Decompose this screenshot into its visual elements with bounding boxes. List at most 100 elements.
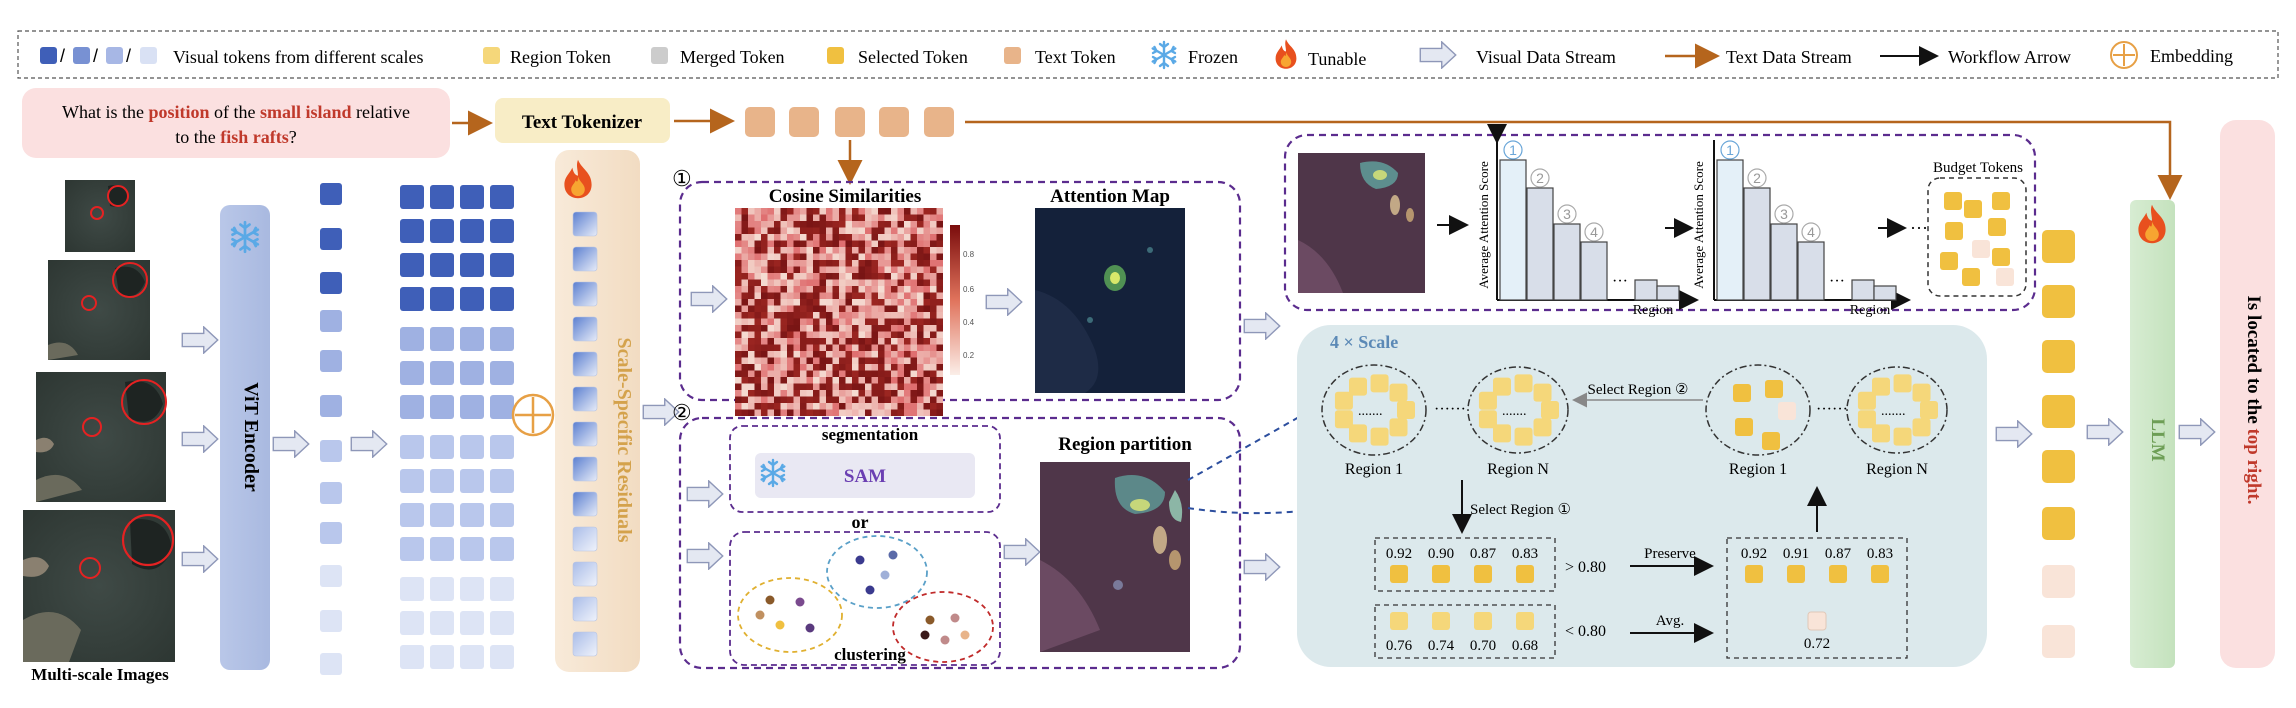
heatmap-cell <box>917 247 924 254</box>
sam-box <box>755 453 975 498</box>
heatmap-cell <box>787 383 794 390</box>
heatmap-cell <box>767 351 774 358</box>
heatmap-cell <box>787 305 794 312</box>
legend-region-token-swatch <box>483 47 500 64</box>
visual-token <box>400 287 424 311</box>
arrow-llm-to-answer <box>2178 418 2216 446</box>
visual-token <box>320 522 342 544</box>
region-token <box>1370 374 1389 393</box>
heatmap-cell <box>878 331 885 338</box>
heatmap-cell <box>936 299 943 306</box>
heatmap-cell <box>754 221 761 228</box>
heatmap-cell <box>871 409 878 416</box>
heatmap-cell <box>767 253 774 260</box>
heatmap-cell <box>897 221 904 228</box>
heatmap-cell <box>735 357 742 364</box>
heatmap-cell <box>845 227 852 234</box>
score-bar <box>1851 279 1875 301</box>
heatmap-cell <box>774 338 781 345</box>
heatmap-cell <box>845 403 852 410</box>
branch1-number: ① <box>672 166 692 191</box>
heatmap-cell <box>767 240 774 247</box>
heatmap-cell <box>735 370 742 377</box>
heatmap-cell <box>878 240 885 247</box>
heatmap-cell <box>832 390 839 397</box>
heatmap-cell <box>780 253 787 260</box>
heatmap-cell <box>923 409 930 416</box>
heatmap-cell <box>897 318 904 325</box>
heatmap-cell <box>826 227 833 234</box>
score-bar <box>1526 187 1554 301</box>
heatmap-cell <box>917 208 924 215</box>
heatmap-cell <box>917 383 924 390</box>
heatmap-cell <box>897 260 904 267</box>
heatmap-cell <box>754 338 761 345</box>
heatmap-cell <box>910 208 917 215</box>
score-chart-1-ylabel: Average Attention Score <box>1476 161 1491 289</box>
heatmap-cell <box>858 312 865 319</box>
heatmap-cell <box>800 208 807 215</box>
heatmap-cell <box>832 409 839 416</box>
heatmap-cell <box>748 292 755 299</box>
heatmap-cell <box>839 227 846 234</box>
heatmap-cell <box>780 409 787 416</box>
heatmap-cell <box>936 390 943 397</box>
heatmap-cell <box>858 221 865 228</box>
heatmap-cell <box>735 208 742 215</box>
heatmap-cell <box>923 227 930 234</box>
heatmap-cell <box>917 331 924 338</box>
colorbar-ticks: 0.8 0.6 0.4 0.2 <box>963 250 975 360</box>
heatmap-cell <box>858 208 865 215</box>
heatmap-cell <box>832 273 839 280</box>
heatmap-cell <box>754 292 761 299</box>
heatmap-cell <box>806 260 813 267</box>
heatmap-cell <box>858 227 865 234</box>
score-bar <box>1743 187 1771 301</box>
kept-value: 0.87 <box>1825 546 1852 562</box>
heatmap-cell <box>852 214 859 221</box>
heatmap-cell <box>871 325 878 332</box>
heatmap-cell <box>904 214 911 221</box>
heatmap-cell <box>871 234 878 241</box>
heatmap-cell <box>806 240 813 247</box>
heatmap-cell <box>761 240 768 247</box>
heatmap-cell <box>897 266 904 273</box>
heatmap-cell <box>923 318 930 325</box>
score-bar <box>1553 223 1581 301</box>
heatmap-cell <box>819 409 826 416</box>
heatmap-cell <box>761 331 768 338</box>
heatmap-cell <box>936 279 943 286</box>
rank-badge <box>1584 222 1604 242</box>
heatmap-cell <box>891 234 898 241</box>
heatmap-cell <box>787 266 794 273</box>
visual-token <box>490 577 514 601</box>
heatmap-cell <box>748 260 755 267</box>
heatmap-cell <box>780 234 787 241</box>
heatmap-cell <box>878 214 885 221</box>
heatmap-cell <box>819 312 826 319</box>
visual-token <box>430 537 454 561</box>
heatmap-cell <box>774 260 781 267</box>
heatmap-cell <box>897 331 904 338</box>
heatmap-cell <box>930 377 937 384</box>
visual-token <box>430 645 454 669</box>
heatmap-cell <box>858 370 865 377</box>
heatmap-cell <box>852 364 859 371</box>
arrow-image3-to-vit <box>181 425 219 453</box>
cluster-point <box>805 623 815 633</box>
heatmap-cell <box>884 292 891 299</box>
heatmap-cell <box>748 377 755 384</box>
heatmap-cell <box>917 364 924 371</box>
heatmap-cell <box>891 364 898 371</box>
heatmap-cell <box>735 253 742 260</box>
heatmap-cell <box>930 273 937 280</box>
heatmap-cell <box>735 331 742 338</box>
heatmap-cell <box>930 396 937 403</box>
heatmap-cell <box>813 266 820 273</box>
heatmap-cell <box>930 240 937 247</box>
heatmap-cell <box>748 214 755 221</box>
heatmap-cell <box>787 409 794 416</box>
heatmap-cell <box>806 396 813 403</box>
heatmap-cell <box>806 273 813 280</box>
